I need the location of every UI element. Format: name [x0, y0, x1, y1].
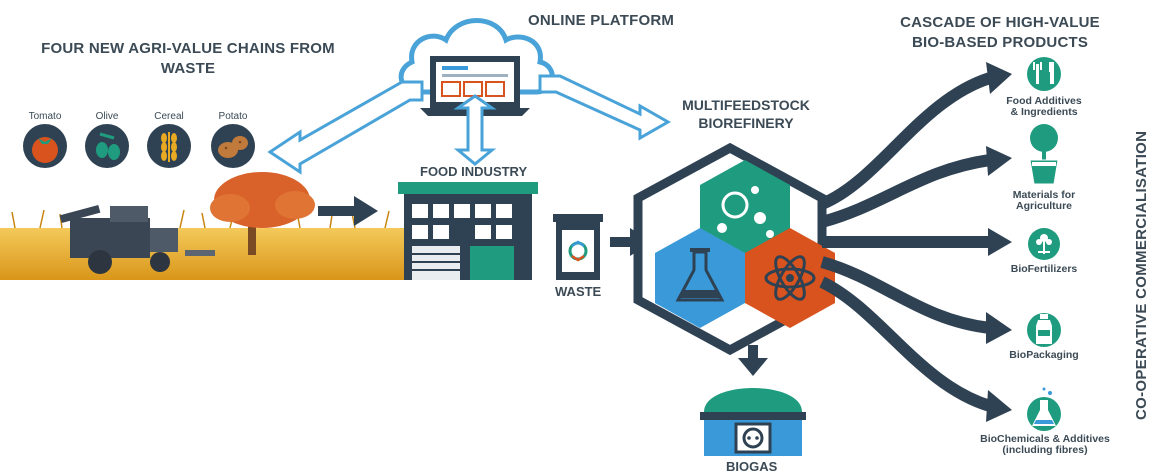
atom-icon	[745, 228, 835, 328]
flask-icon	[1027, 387, 1061, 431]
cascade-title-line1: CASCADE OF HIGH-VALUE	[900, 14, 1100, 31]
tomato-icon	[23, 124, 67, 168]
product-arrows	[819, 72, 992, 412]
olive-icon	[85, 124, 129, 168]
molecule-icon	[700, 160, 790, 260]
tree-icon	[210, 172, 315, 255]
product-label-biochemicals-line2: (including fibres)	[1002, 444, 1088, 456]
product-label-food-additives-line1: Food Additives	[1006, 95, 1082, 107]
cooperative-commercialisation-label: CO-OPERATIVE COMMERCIALISATION	[1133, 130, 1150, 420]
platform-to-biorefinery-arrow	[538, 74, 672, 141]
biorefinery-to-biogas-arrow	[738, 345, 768, 376]
food-industry-label: FOOD INDUSTRY	[420, 164, 528, 179]
harvester-icon	[59, 204, 215, 274]
fork-knife-icon	[1027, 57, 1061, 91]
crop-label-potato: Potato	[218, 111, 248, 122]
four-chains-title-line2: WASTE	[160, 60, 216, 77]
cascade-title-line2: BIO-BASED PRODUCTS	[911, 34, 1089, 51]
product-label-biopackaging: BioPackaging	[1009, 349, 1079, 361]
bottle-icon	[1027, 313, 1061, 347]
factory-icon	[398, 182, 538, 280]
biogas-label: BIOGAS	[726, 459, 778, 474]
biorefinery-title-line1: MULTIFEEDSTOCK	[682, 97, 810, 113]
platform-to-crops-arrow	[267, 80, 424, 175]
field-to-industry-arrow	[318, 196, 378, 226]
waste-label: WASTE	[555, 284, 602, 299]
potato-icon	[211, 124, 255, 168]
product-label-biochemicals-line1: BioChemicals & Additives	[980, 433, 1110, 445]
waste-bin-icon	[553, 214, 603, 280]
product-label-biofertilizers: BioFertilizers	[1010, 263, 1078, 275]
product-arrowheads	[986, 62, 1012, 422]
crop-label-cereal: Cereal	[154, 111, 184, 122]
cereal-icon	[147, 124, 191, 168]
flower-icon	[1028, 228, 1060, 260]
product-label-food-additives-line2: & Ingredients	[1010, 106, 1078, 118]
crop-label-tomato: Tomato	[28, 111, 62, 122]
product-label-materials-line2: Agriculture	[1015, 200, 1072, 212]
four-chains-title-line1: FOUR NEW AGRI-VALUE CHAINS FROM	[41, 40, 335, 57]
biorefinery-title-line2: BIOREFINERY	[698, 115, 794, 131]
product-label-biochemicals: BioChemicals & Additives (including fibr…	[980, 434, 1110, 456]
lab-flask-icon	[655, 228, 745, 328]
product-label-food-additives: Food Additives & Ingredients	[994, 96, 1094, 118]
online-platform-title: ONLINE PLATFORM	[528, 12, 675, 29]
product-label-materials-line1: Materials for	[1012, 189, 1076, 201]
crop-label-olive: Olive	[95, 111, 119, 122]
platform-to-industry-arrow	[453, 94, 497, 166]
product-label-materials-agriculture: Materials for Agriculture	[994, 190, 1094, 212]
tree-pot-icon	[1029, 124, 1059, 185]
biogas-dome-icon	[700, 388, 806, 456]
